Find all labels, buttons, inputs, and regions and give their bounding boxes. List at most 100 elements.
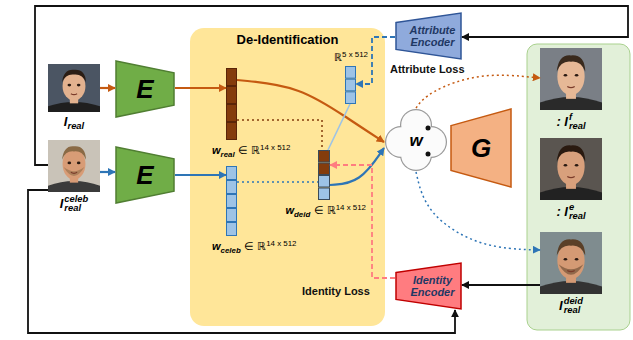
script-text: real bbox=[564, 306, 583, 315]
block-label: Identity Encoder bbox=[405, 274, 461, 298]
encoder-block: Identity Encoder bbox=[395, 262, 462, 310]
label-group: wreal∈ ℝ14 x 512 bbox=[212, 143, 290, 159]
vector-segment bbox=[227, 209, 237, 222]
connector bbox=[330, 148, 384, 185]
vector-segment bbox=[227, 167, 237, 180]
vector-segment bbox=[319, 163, 330, 175]
connector bbox=[175, 174, 226, 176]
photo-hair bbox=[557, 239, 586, 255]
photo-mouth bbox=[567, 176, 574, 177]
superscript-text: 14 x 512 bbox=[266, 239, 296, 248]
block-label: Attribute Encoder bbox=[405, 24, 461, 48]
trapezoid-outline bbox=[396, 263, 461, 309]
face-photo bbox=[540, 48, 602, 110]
photo-hair bbox=[557, 145, 586, 161]
panel-heading: De-Identification bbox=[190, 28, 385, 48]
label-group: : Ifreal bbox=[556, 113, 585, 132]
vector-segment bbox=[227, 123, 237, 140]
connector bbox=[100, 87, 115, 89]
loss-label: Identity Loss bbox=[300, 284, 372, 298]
script-text: e bbox=[569, 203, 586, 212]
script-stack: freal bbox=[569, 113, 586, 132]
celebrity-face: Icelebreal bbox=[48, 140, 100, 192]
symbol-text: w bbox=[212, 240, 221, 252]
connector bbox=[416, 172, 540, 250]
photo-eye bbox=[68, 162, 72, 165]
symbol-text: E bbox=[136, 75, 153, 104]
label-group: Icelebreal bbox=[60, 195, 89, 214]
trapezoid-outline bbox=[451, 109, 511, 187]
connector bbox=[328, 104, 350, 150]
script-text: deid bbox=[564, 297, 583, 306]
photo-eye bbox=[68, 84, 72, 87]
latent-point bbox=[426, 152, 431, 157]
symbol-text: I bbox=[64, 114, 68, 129]
panel-title: De-Identification bbox=[237, 32, 339, 47]
symbol-text: w bbox=[285, 204, 294, 216]
photo-eye bbox=[77, 84, 81, 87]
generator-block: G bbox=[450, 108, 512, 188]
output-face: : Iereal bbox=[540, 138, 602, 200]
face-photo bbox=[48, 140, 100, 192]
photo-background bbox=[540, 232, 602, 294]
script-stack: deidreal bbox=[564, 297, 583, 316]
superscript-text: 14 x 512 bbox=[336, 203, 366, 212]
vector-segment bbox=[227, 87, 237, 104]
photo-eye bbox=[575, 258, 579, 261]
latent-space-cloud: w bbox=[384, 108, 448, 172]
math-text: ℝ bbox=[334, 51, 342, 63]
math-text: ∈ ℝ bbox=[238, 144, 260, 156]
subscript-text: deid bbox=[294, 210, 310, 219]
de-identification-panel: De-Identificationwreal∈ ℝ14 x 512ℝ5 x 51… bbox=[190, 28, 385, 326]
script-stack: ereal bbox=[569, 203, 586, 222]
latent-vector: wdeid∈ ℝ14 x 512 bbox=[318, 150, 330, 200]
symbol-text: w bbox=[409, 132, 422, 149]
output-face: : Ifreal bbox=[540, 48, 602, 110]
label-group: Ideidreal bbox=[559, 297, 583, 316]
photo-beard bbox=[559, 264, 584, 275]
script-text: celeb bbox=[64, 195, 88, 204]
photo-eye bbox=[564, 74, 568, 77]
encoder-block: Attribute Encoder bbox=[395, 12, 462, 60]
trapezoid-outline bbox=[116, 61, 174, 117]
vector-bars bbox=[318, 150, 330, 200]
vector-segment bbox=[319, 188, 330, 200]
photo-beard bbox=[64, 167, 85, 176]
script-text: real bbox=[569, 212, 586, 221]
photo-shirt bbox=[540, 281, 602, 294]
vector-segment bbox=[227, 223, 237, 236]
script-text: real bbox=[64, 204, 88, 213]
encoder-block: E bbox=[115, 146, 175, 204]
connector bbox=[462, 284, 540, 286]
connector bbox=[175, 87, 226, 89]
block-text: Identity Encoder bbox=[405, 262, 461, 310]
subscript-text: real bbox=[221, 150, 235, 159]
photo-eye bbox=[77, 162, 81, 165]
symbol-text: I bbox=[559, 298, 563, 313]
symbol-text: w bbox=[212, 144, 221, 156]
photo-background bbox=[540, 48, 602, 110]
block-text: E bbox=[115, 146, 175, 204]
encoder-block: E bbox=[115, 60, 175, 118]
photo-mouth bbox=[71, 93, 77, 95]
photo-hair bbox=[62, 70, 86, 83]
photo-background bbox=[48, 64, 100, 112]
photo-hair bbox=[62, 146, 86, 160]
connector bbox=[35, 6, 628, 165]
connector bbox=[28, 190, 455, 333]
block-text: Attribute Encoder bbox=[405, 12, 461, 60]
connector bbox=[237, 80, 384, 142]
label-group: Ireal bbox=[64, 115, 84, 132]
output-face: Ideidreal bbox=[540, 232, 602, 294]
photo-mouth bbox=[567, 86, 574, 87]
face-photo bbox=[540, 232, 602, 294]
connector bbox=[416, 75, 540, 108]
label-group: ℝ5 x 512 bbox=[334, 50, 368, 64]
vector-segment bbox=[346, 79, 356, 91]
output-panel bbox=[527, 44, 630, 330]
symbol-text: : I bbox=[556, 114, 568, 129]
photo-background bbox=[48, 140, 100, 192]
vector-bars bbox=[226, 68, 237, 140]
